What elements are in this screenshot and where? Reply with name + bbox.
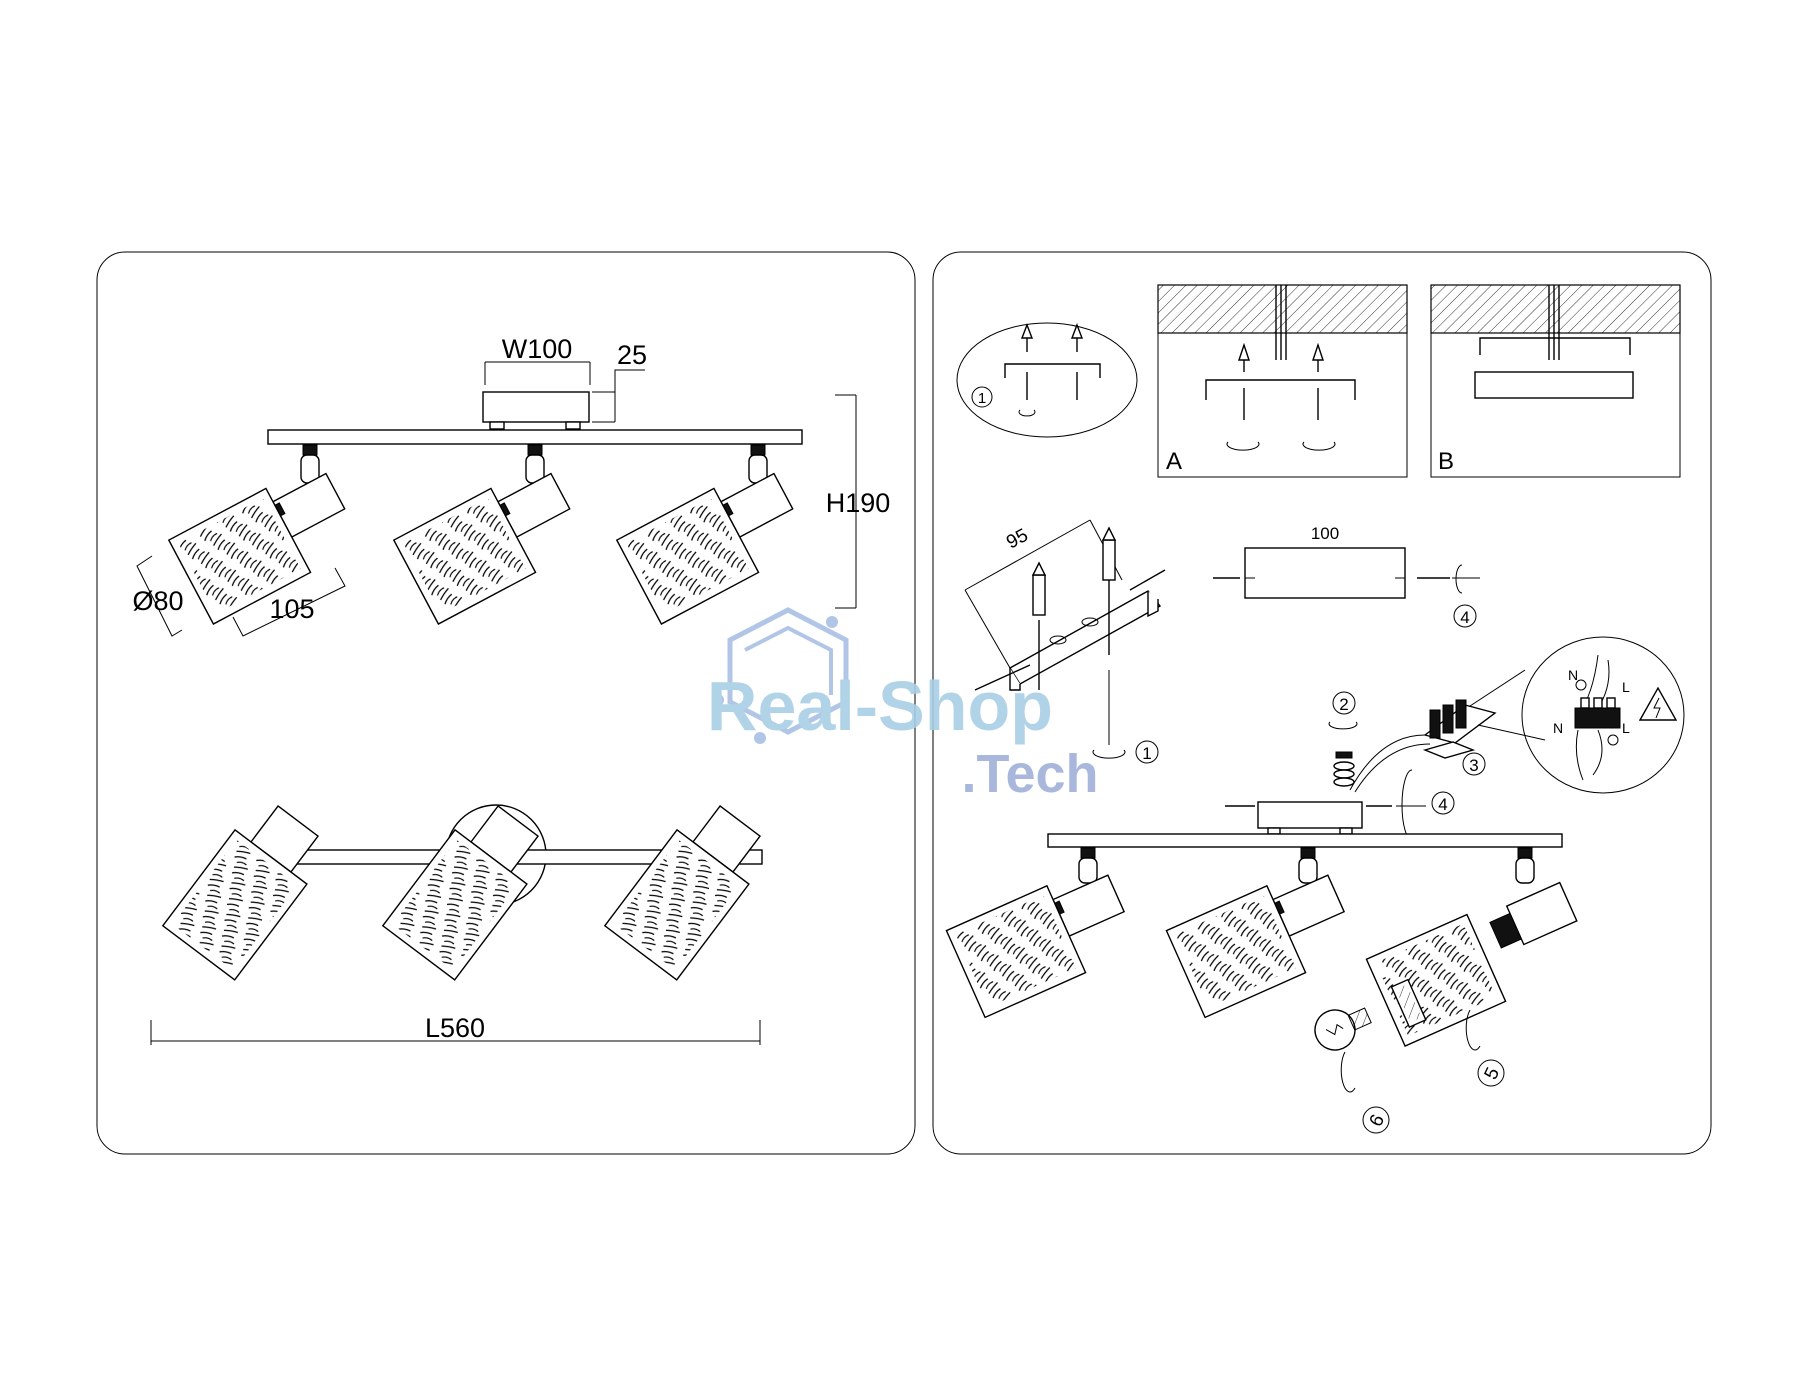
height-dimension: H190 <box>826 394 891 609</box>
spot-installed-3 <box>1365 847 1578 1047</box>
canopy-width-label: 100 <box>1311 524 1339 543</box>
panel-a-label: A <box>1166 448 1182 475</box>
high-voltage-icon <box>1638 686 1678 721</box>
spot-installed-1 <box>945 847 1126 1019</box>
wall-plug-detail: 1 <box>956 322 1138 438</box>
watermark-text-line2: .Tech <box>961 744 1098 804</box>
installation-panel: 1 A B <box>932 251 1712 1155</box>
canopy-screw-detail: 100 4 <box>1213 524 1480 628</box>
watermark: Real-Shop .Tech <box>707 607 1099 804</box>
diameter-dimension: Ø80 <box>132 555 184 637</box>
canopy-assembled: 4 <box>1225 769 1455 841</box>
spot-installed-2 <box>1165 847 1346 1019</box>
step-6-badge: 6 <box>1366 1111 1390 1130</box>
step-4-badge-top: 4 <box>1460 608 1469 627</box>
wiring-detail: 2 3 <box>1328 669 1546 793</box>
neutral-label-bottom: N <box>1553 720 1563 736</box>
watermark-logo-icon <box>712 607 849 744</box>
mounting-bracket: 1 95 <box>964 519 1166 764</box>
neutral-label-top: N <box>1568 667 1578 683</box>
ceiling-panel-a: A <box>1157 284 1408 478</box>
top-view <box>161 804 763 981</box>
diameter-label: Ø80 <box>132 586 183 616</box>
canopy-front-view <box>482 391 590 430</box>
step-3-badge: 3 <box>1469 756 1478 775</box>
spot-front-1 <box>167 444 346 625</box>
watermark-text-line1: Real-Shop <box>707 667 1053 745</box>
spot-front-2 <box>392 444 571 625</box>
bracket-spacing-label: 95 <box>1003 525 1032 553</box>
width-dimension: W100 <box>484 334 591 385</box>
step-1-badge: 1 <box>1142 744 1151 763</box>
live-label-bottom: L <box>1622 720 1630 736</box>
wiring-zoom: N L N L <box>1521 636 1685 794</box>
bar-front-view <box>267 429 803 445</box>
height-label: H190 <box>826 488 891 518</box>
depth-label: 25 <box>617 340 647 370</box>
step-4-badge: 4 <box>1438 795 1447 814</box>
bulb-assembly: 6 5 <box>1314 978 1505 1134</box>
spot-front-3 <box>615 444 794 625</box>
bulb-icon <box>1314 1007 1372 1051</box>
step-2-badge: 2 <box>1339 695 1348 714</box>
panel-b-label: B <box>1438 448 1454 475</box>
length-label: L560 <box>425 1013 485 1043</box>
width-label: W100 <box>502 334 573 364</box>
ceiling-panel-b: B <box>1430 284 1681 478</box>
live-label-top: L <box>1622 679 1630 695</box>
length-dimension: L560 <box>150 1013 761 1045</box>
bar-installed <box>1047 833 1563 848</box>
step-5-badge: 5 <box>1481 1064 1505 1083</box>
shade-length-dimension: 105 <box>232 567 346 637</box>
dimensions-panel: W100 25 <box>96 251 916 1155</box>
shade-length-label: 105 <box>269 594 314 624</box>
depth-dimension: 25 <box>592 340 647 423</box>
step-1-badge-oval: 1 <box>978 390 986 407</box>
